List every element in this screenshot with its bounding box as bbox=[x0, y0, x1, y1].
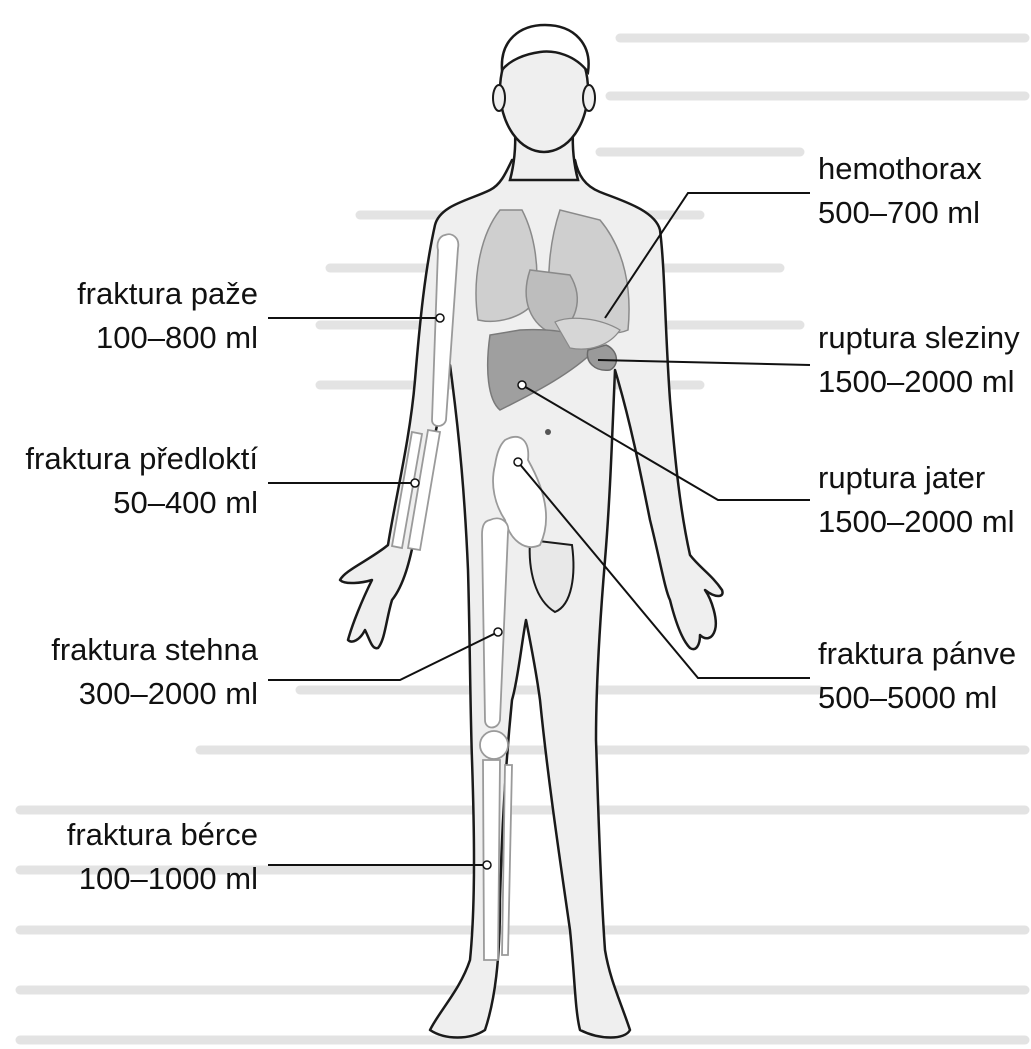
label-name: fraktura bérce bbox=[67, 813, 258, 857]
label-fraktura-stehna: fraktura stehna 300–2000 ml bbox=[51, 628, 258, 716]
label-fraktura-berce: fraktura bérce 100–1000 ml bbox=[67, 813, 258, 901]
label-amount: 500–700 ml bbox=[818, 191, 982, 235]
label-amount: 100–1000 ml bbox=[67, 857, 258, 901]
kneecap-bone bbox=[480, 731, 508, 759]
label-fraktura-panve: fraktura pánve 500–5000 ml bbox=[818, 632, 1016, 720]
label-fraktura-predlokti: fraktura předloktí 50–400 ml bbox=[25, 437, 258, 525]
label-hemothorax: hemothorax 500–700 ml bbox=[818, 147, 982, 235]
left-ear bbox=[493, 85, 505, 111]
label-name: ruptura jater bbox=[818, 456, 1015, 500]
label-amount: 500–5000 ml bbox=[818, 676, 1016, 720]
label-name: fraktura pánve bbox=[818, 632, 1016, 676]
label-ruptura-sleziny: ruptura sleziny 1500–2000 ml bbox=[818, 316, 1020, 404]
label-name: fraktura předloktí bbox=[25, 437, 258, 481]
label-name: fraktura stehna bbox=[51, 628, 258, 672]
label-ruptura-jater: ruptura jater 1500–2000 ml bbox=[818, 456, 1015, 544]
label-amount: 1500–2000 ml bbox=[818, 500, 1015, 544]
label-name: ruptura sleziny bbox=[818, 316, 1020, 360]
label-amount: 50–400 ml bbox=[25, 481, 258, 525]
label-name: hemothorax bbox=[818, 147, 982, 191]
label-fraktura-paze: fraktura paže 100–800 ml bbox=[77, 272, 258, 360]
navel bbox=[545, 429, 551, 435]
right-ear bbox=[583, 85, 595, 111]
label-name: fraktura paže bbox=[77, 272, 258, 316]
label-amount: 100–800 ml bbox=[77, 316, 258, 360]
label-amount: 300–2000 ml bbox=[51, 672, 258, 716]
label-amount: 1500–2000 ml bbox=[818, 360, 1020, 404]
tibia-bone bbox=[483, 760, 512, 960]
